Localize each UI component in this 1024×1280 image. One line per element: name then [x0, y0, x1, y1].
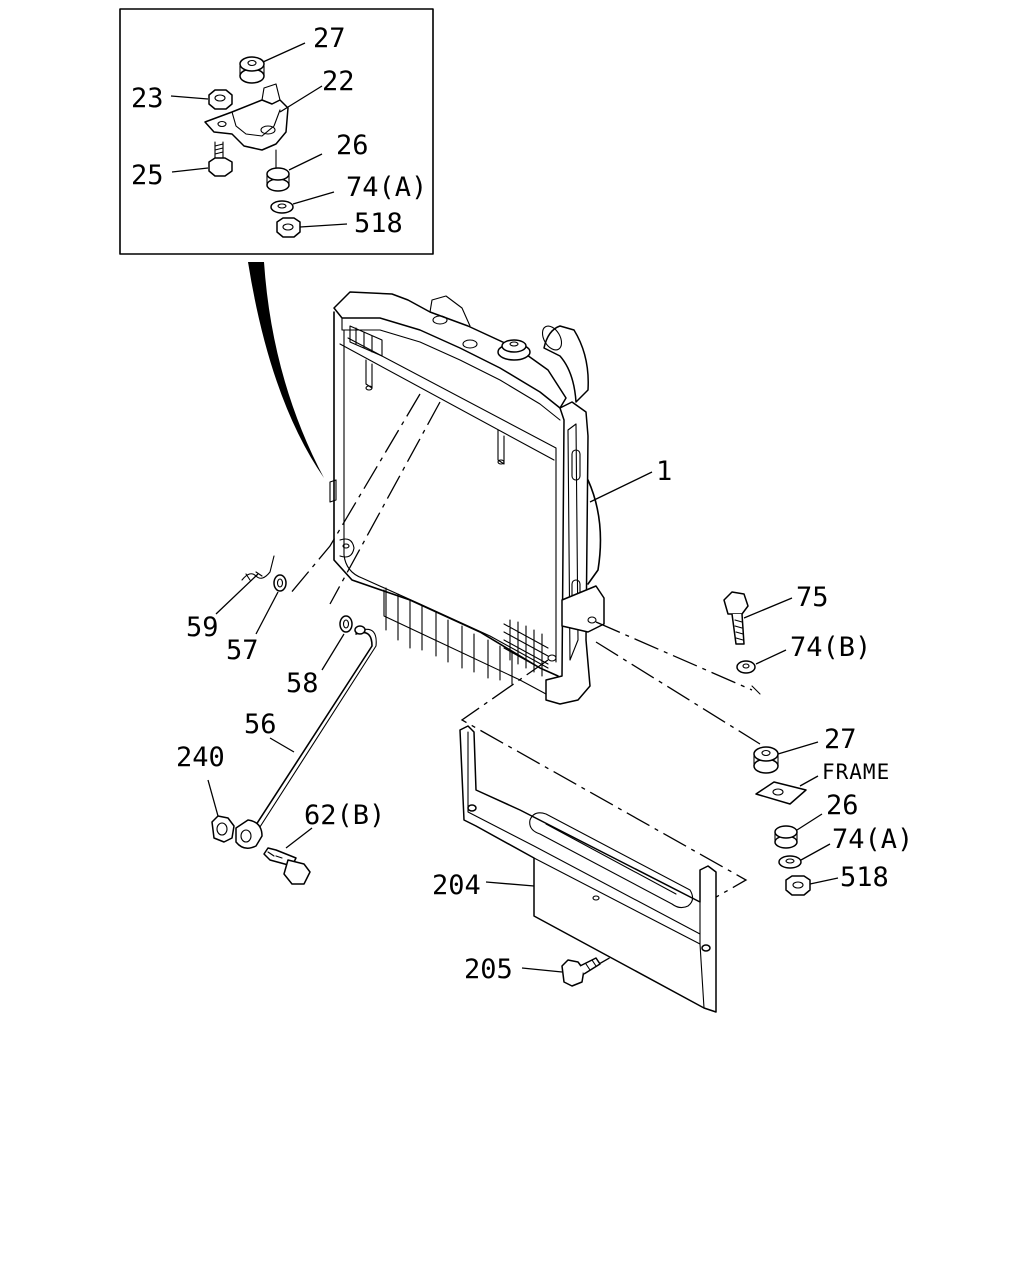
part-59-drain-cock: [241, 555, 275, 581]
callout-26: 26: [826, 790, 859, 821]
callout-57: 57: [226, 635, 259, 666]
callout-59: 59: [186, 612, 219, 643]
inset-bolt-25: [208, 141, 233, 177]
inset-callout-26: 26: [336, 130, 369, 161]
part-204-bracket: [459, 725, 717, 1013]
center-lines: [289, 393, 761, 969]
frame-plate: [755, 781, 807, 805]
callout-62b: 62(B): [304, 800, 385, 831]
callout-204: 204: [432, 870, 481, 901]
callout-205: 205: [464, 954, 513, 985]
callout-518: 518: [840, 862, 889, 893]
callout-1: 1: [656, 456, 672, 487]
inset-cushion-27: [239, 56, 265, 84]
inset-callout-25: 25: [131, 160, 164, 191]
inset-callout-27: 27: [313, 23, 346, 54]
part-58-gasket: [339, 615, 353, 633]
inset-washer-74a: [270, 200, 294, 214]
part-240-nut: [211, 815, 235, 843]
callout-27: 27: [824, 724, 857, 755]
callout-74a: 74(A): [832, 824, 913, 855]
callout-56: 56: [244, 709, 277, 740]
inset-callout-518: 518: [354, 208, 403, 239]
inset-callout-22: 22: [322, 66, 355, 97]
part-27-cushion: [753, 746, 779, 774]
inset-detail: 27 22 23 26 25 74(A) 518: [119, 8, 434, 255]
inset-cushion-26: [266, 149, 290, 192]
inset-border: [119, 8, 434, 255]
part-74a-washer: [778, 855, 802, 869]
inset-nut-23: [208, 89, 233, 110]
part-74b-washer: [736, 660, 756, 674]
callout-240: 240: [176, 742, 225, 773]
part-205-bolt: [561, 957, 601, 987]
part-75-bolt: [723, 591, 749, 645]
inset-callout-74a: 74(A): [346, 172, 427, 203]
callout-74b: 74(B): [790, 632, 871, 663]
frame-label: FRAME: [822, 760, 890, 784]
callout-75: 75: [796, 582, 829, 613]
callout-58: 58: [286, 668, 319, 699]
part-57-gasket: [273, 574, 287, 592]
radiator-assembly: [329, 291, 605, 705]
inset-bracket-22: [204, 83, 289, 151]
part-62b-bolt: [263, 847, 311, 885]
part-518-nut: [785, 875, 811, 896]
part-26-cushion: [774, 825, 798, 849]
inset-nut-518: [276, 217, 301, 238]
inset-callout-23: 23: [131, 83, 164, 114]
part-56-drain-hose: [235, 625, 377, 849]
inset-pointer-arrow: [248, 262, 324, 478]
